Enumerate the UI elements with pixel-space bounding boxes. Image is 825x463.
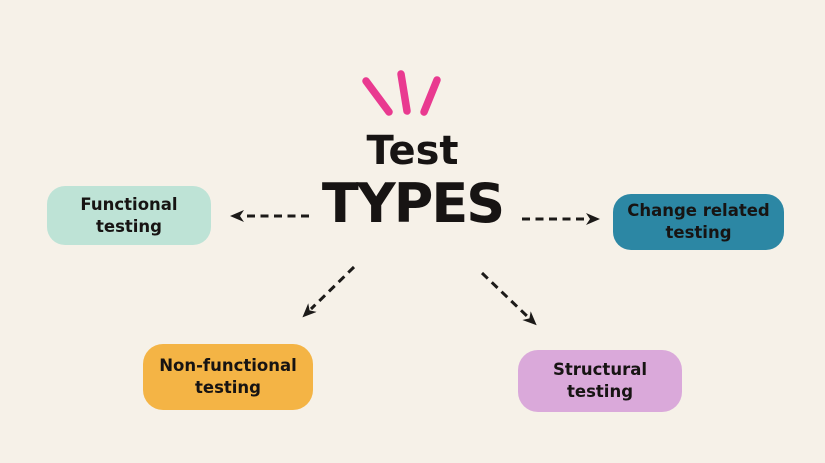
node-non-functional-testing: Non-functional testing bbox=[143, 344, 313, 410]
dashed-arrow-to-structural bbox=[480, 271, 537, 326]
page-title: Test TYPES bbox=[290, 128, 535, 234]
node-functional-testing: Functional testing bbox=[47, 186, 211, 245]
title-line2: TYPES bbox=[321, 172, 505, 235]
dashed-arrow-to-non-functional bbox=[302, 265, 356, 318]
node-label: Change related testing bbox=[627, 201, 770, 242]
sparkle-ray-right bbox=[420, 76, 441, 116]
node-change-related-testing: Change related testing bbox=[613, 194, 784, 250]
node-structural-testing: Structural testing bbox=[518, 350, 682, 412]
sparkle-ray-middle bbox=[397, 70, 411, 115]
node-label: Non-functional testing bbox=[159, 356, 297, 397]
node-label: Functional testing bbox=[80, 194, 178, 236]
node-label: Structural testing bbox=[553, 360, 647, 401]
title-line1: Test bbox=[366, 128, 459, 174]
sparkle-ray-left bbox=[362, 77, 393, 116]
sparkle-icon bbox=[362, 70, 441, 116]
